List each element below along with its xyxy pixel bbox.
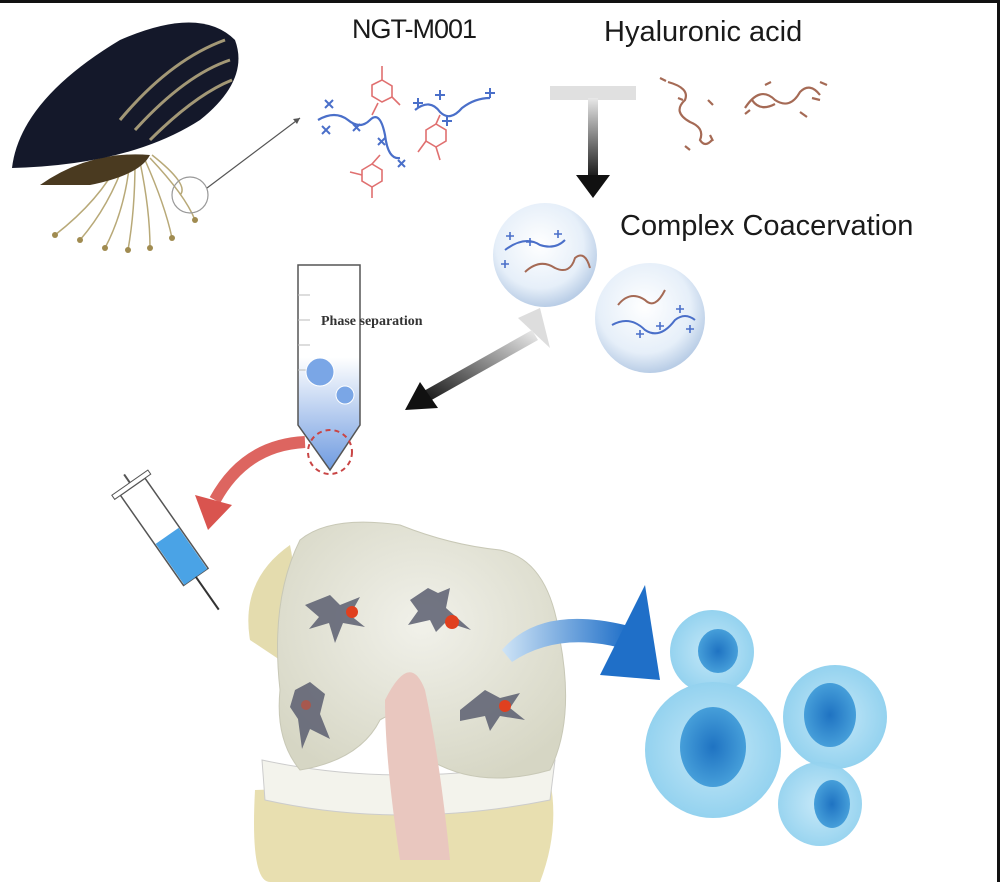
right-border [997, 0, 1000, 882]
ngt-m001-label: NGT-M001 [352, 14, 477, 44]
healthy-cells [645, 610, 887, 846]
combine-arrow-icon [550, 86, 636, 198]
regeneration-arrow-icon [502, 585, 660, 680]
top-border [0, 0, 1000, 3]
hyaluronic-acid-label: Hyaluronic acid [604, 16, 803, 48]
coacervate-droplet [493, 203, 597, 307]
phase-separation-label: Phase separation [321, 314, 423, 329]
knee-joint-illustration [248, 521, 567, 882]
coacervate-droplet [595, 263, 705, 373]
centrifuge-tube [297, 264, 361, 475]
mussel-icon [12, 22, 301, 253]
ngt-m001-molecule [317, 66, 495, 198]
phase-separation-arrow-icon [405, 308, 550, 410]
complex-coacervation-label: Complex Coacervation [620, 210, 914, 242]
hyaluronic-acid-molecule [659, 77, 828, 151]
syringe-icon [111, 469, 220, 611]
injection-arrow-icon [195, 436, 306, 530]
